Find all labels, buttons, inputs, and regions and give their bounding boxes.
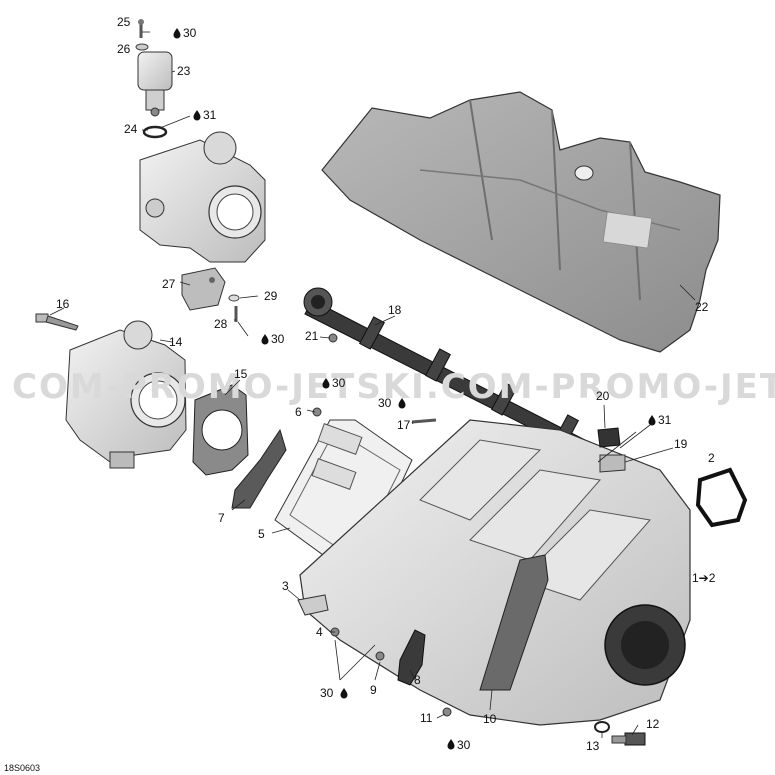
- oil-drop-icon: [447, 739, 455, 750]
- o-ring-part-13: [594, 721, 610, 733]
- engine-cover-part-22: [321, 91, 721, 353]
- figure-code: 18S0603: [4, 763, 40, 773]
- torque-note-30: 30: [457, 738, 471, 752]
- callout-2: 2: [708, 451, 715, 465]
- callout-29: 29: [264, 289, 278, 303]
- washer-part-26: [135, 43, 149, 51]
- oil-drop-icon: [261, 334, 269, 345]
- callout-26: 26: [117, 42, 131, 56]
- callout-8: 8: [414, 673, 421, 687]
- callout-17: 17: [397, 418, 411, 432]
- callout-13: 13: [586, 739, 600, 753]
- callout-4: 4: [316, 625, 323, 639]
- callout-21: 21: [305, 329, 319, 343]
- sensor-part-19: [599, 454, 626, 473]
- callout-14: 14: [169, 335, 183, 349]
- callout-7: 7: [218, 511, 225, 525]
- callout-5: 5: [258, 527, 265, 541]
- torque-note-30: 30: [320, 686, 334, 700]
- washer-part-29: [228, 294, 240, 302]
- leader-lines: [49, 31, 696, 738]
- callout-18: 18: [388, 303, 402, 317]
- idle-valve-part-23: [137, 51, 173, 117]
- torque-note-30: 30: [332, 376, 346, 390]
- bracket-part-8: [397, 629, 426, 686]
- fuel-rail-part-18: [303, 287, 586, 453]
- clip-part-20: [597, 427, 621, 448]
- callout-16: 16: [56, 297, 70, 311]
- callout-3: 3: [282, 579, 289, 593]
- gasket-part-15: [192, 384, 249, 476]
- oil-drop-icon: [173, 28, 181, 39]
- callout-9: 9: [370, 683, 377, 697]
- torque-note-30: 30: [378, 396, 392, 410]
- callout-24: 24: [124, 122, 138, 136]
- torque-note-30: 30: [183, 26, 197, 40]
- torque-note-30: 30: [271, 332, 285, 346]
- callout-11: 11: [420, 711, 433, 725]
- sensor-part-16: [35, 313, 79, 331]
- callout-27: 27: [162, 277, 176, 291]
- sensor-part-12: [611, 732, 646, 746]
- watermark: COM-PROMO-JETSKI.COM-PROMO-JETSK: [12, 367, 775, 407]
- callout-1: 1➔2: [692, 571, 716, 585]
- callout-10: 10: [483, 712, 497, 726]
- callout-15: 15: [234, 367, 248, 381]
- callout-12: 12: [646, 717, 660, 731]
- bracket-part-3: [297, 594, 329, 616]
- screw-part-21: [328, 333, 338, 343]
- callout-6: 6: [295, 405, 302, 419]
- callout-19: 19: [674, 437, 688, 451]
- screw-part-9: [375, 651, 385, 661]
- screw-part-17: [411, 418, 437, 424]
- screw-part-25: [138, 19, 144, 38]
- seal-part-2: [695, 467, 748, 528]
- torque-note-31: 31: [658, 413, 672, 427]
- callout-20: 20: [596, 389, 610, 403]
- intake-manifold-part-1: [299, 419, 691, 726]
- oil-drop-icon: [648, 415, 656, 426]
- callout-25: 25: [117, 15, 131, 29]
- callout-22: 22: [695, 300, 709, 314]
- throttle-body-part-14: [65, 320, 187, 469]
- sensor-part-27: [181, 267, 226, 311]
- o-ring-part-24: [142, 125, 168, 139]
- throttle-body-upper: [139, 131, 266, 263]
- callout-23: 23: [177, 64, 191, 78]
- torque-note-31: 31: [203, 108, 217, 122]
- screw-part-6: [312, 407, 322, 417]
- bracket-part-10: [479, 554, 549, 691]
- oil-drop-icon: [340, 688, 348, 699]
- callout-28: 28: [214, 317, 228, 331]
- plate-part-5: [274, 419, 413, 573]
- oil-drop-icon: [193, 110, 201, 121]
